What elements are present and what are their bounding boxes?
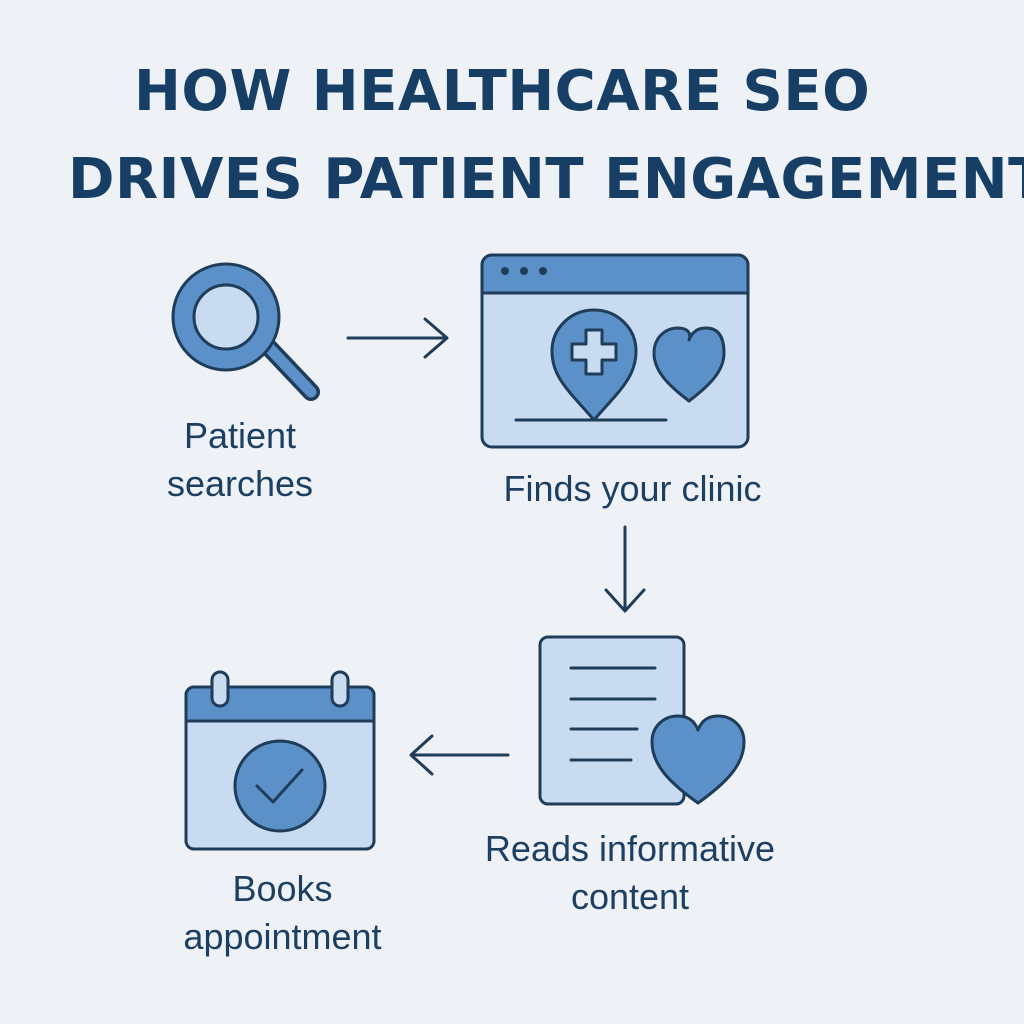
step-label-line: Books [232,868,333,909]
location-pin-icon [550,308,638,422]
step-label-books-appointment: Books appointment [130,865,435,961]
check-circle-icon [233,739,327,833]
page-title-line-1: HOW HEALTHCARE SEO [134,59,871,124]
step-label-finds-your-clinic: Finds your clinic [460,465,805,513]
arrow-down-icon [604,525,646,613]
calendar-check-icon [184,670,376,851]
step-label-reads-informative-content: Reads informative content [445,825,815,921]
step-label-line: Reads informative [484,828,776,869]
step-label-line: Patient [183,415,297,456]
step-label-line: appointment [183,916,382,957]
step-label-patient-searches: Patient searches [140,412,340,508]
page-title-line-2: DRIVES PATIENT ENGAGEMENT [68,147,1024,212]
step-label-line: Finds your clinic [503,468,762,509]
heart-icon [650,714,746,805]
document-text-lines [569,666,657,762]
browser-dots-icon [501,267,547,275]
step-label-line: content [570,876,690,917]
magnifying-glass-icon [171,262,320,401]
step-label-line: searches [166,463,314,504]
heart-icon [652,326,726,403]
page-title: HOW HEALTHCARE SEO DRIVES PATIENT ENGAGE… [0,48,1024,224]
document-heart-icon [538,635,746,806]
browser-window-icon [480,253,750,449]
arrow-left-icon [409,734,510,776]
arrow-right-icon [346,317,449,359]
